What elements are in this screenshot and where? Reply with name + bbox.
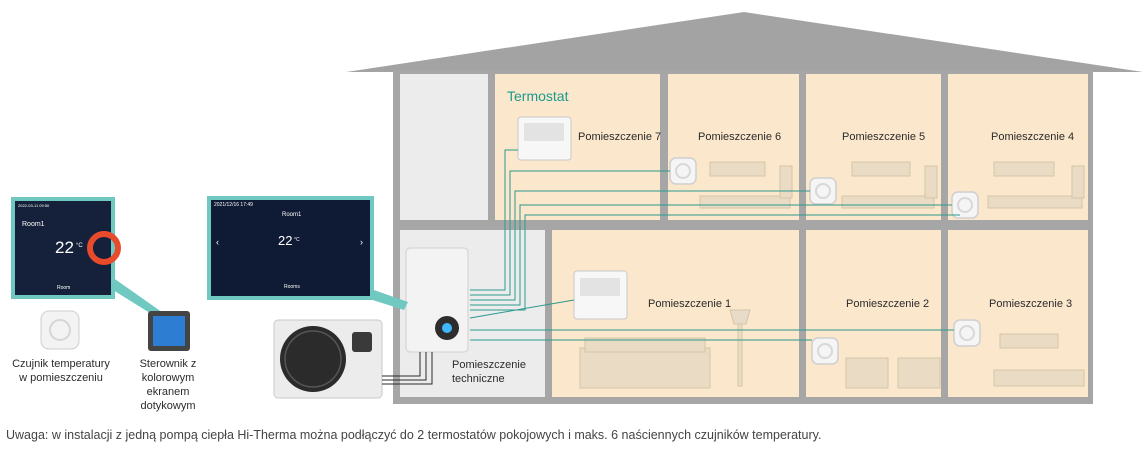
installation-note: Uwaga: w instalacji z jedną pompą ciepła…: [6, 428, 822, 442]
outdoor-unit: [273, 319, 383, 399]
indoor-unit: [405, 247, 469, 353]
large-screen-datetime: 2021/12/16 17:49: [214, 202, 253, 208]
room-label-2: Pomieszczenie 2: [846, 298, 930, 310]
room-label-3: Pomieszczenie 3: [989, 298, 1073, 310]
screen-next-arrow[interactable]: ›: [360, 237, 363, 247]
sensor-caption: Czujnik temperatury w pomieszczeniu: [12, 358, 110, 384]
room-label-4: Pomieszczenie 4: [991, 131, 1075, 143]
roof: [346, 12, 1143, 72]
small-screen-temp: 22: [55, 238, 74, 257]
screen-prev-arrow[interactable]: ‹: [216, 237, 219, 247]
room-label-6: Pomieszczenie 6: [698, 131, 782, 143]
room-sensor-device: [40, 310, 80, 350]
large-screen-unit: °C: [294, 237, 300, 243]
room-label-5: Pomieszczenie 5: [842, 131, 926, 143]
large-screen-room: Room1: [282, 212, 302, 218]
large-screen-temp: 22: [278, 233, 293, 248]
small-touchscreen: [11, 197, 115, 299]
room-label-1: Pomieszczenie 1: [648, 298, 732, 310]
controller-caption: Sterownik z kolorowym ekranem dotykowym: [139, 358, 197, 412]
small-screen-datetime: 2022-03-11 09:50: [18, 203, 50, 208]
small-screen-room: Room1: [22, 221, 45, 228]
room-label-7: Pomieszczenie 7: [578, 131, 662, 143]
thermostats: [517, 116, 628, 320]
thermostat-title: Termostat: [507, 88, 569, 104]
large-touchscreen: [207, 196, 374, 300]
small-screen-footer[interactable]: Room: [57, 285, 71, 291]
technical-room-label: Pomieszczenie techniczne: [452, 359, 526, 385]
small-screen-unit: °C: [76, 243, 83, 249]
wall-sensors: [669, 157, 981, 365]
large-screen-footer[interactable]: Rooms: [284, 284, 300, 290]
